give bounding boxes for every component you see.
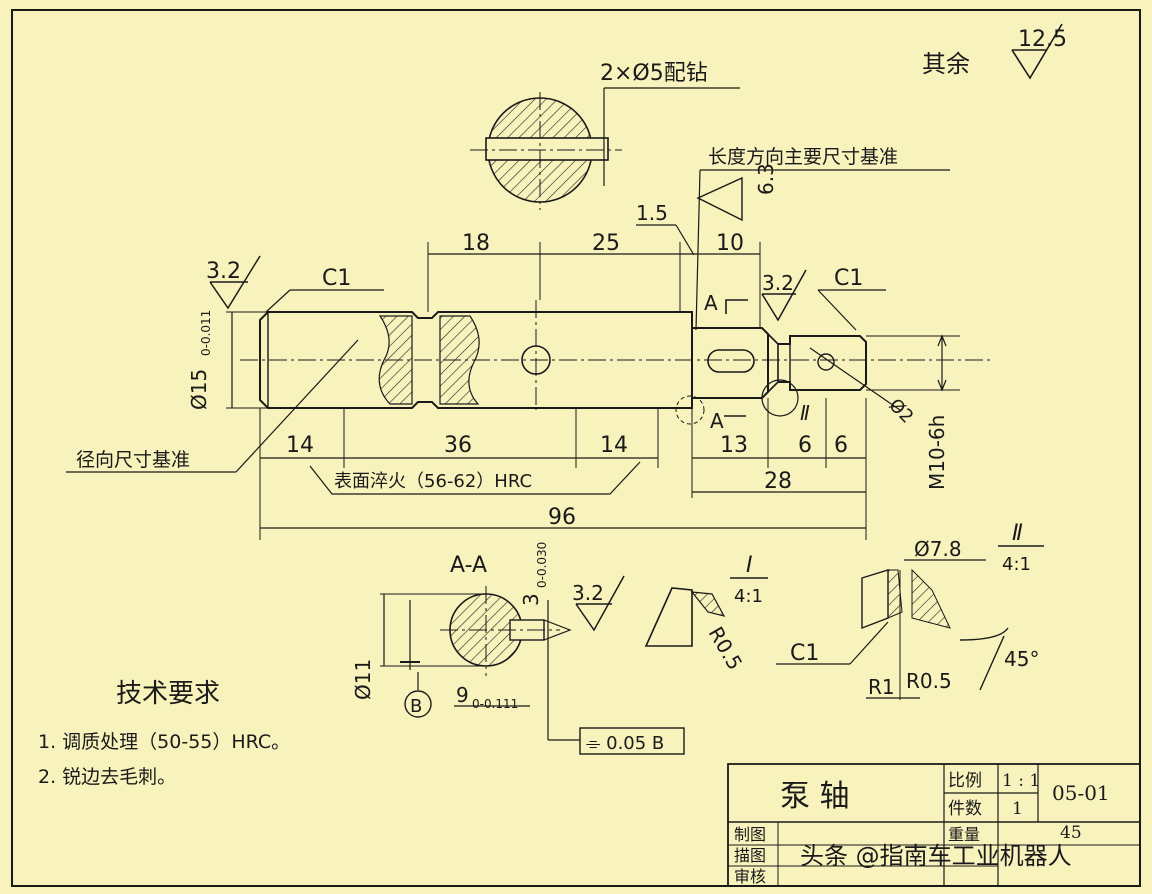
svg-text:36: 36: [444, 433, 472, 458]
svg-text:R0.5: R0.5: [906, 669, 952, 693]
svg-text:Ⅰ: Ⅰ: [746, 553, 753, 578]
svg-text:45°: 45°: [1004, 647, 1039, 671]
roughness-6-3: 6.3: [696, 163, 778, 222]
svg-text:R0.5: R0.5: [704, 623, 748, 675]
svg-text:6.3: 6.3: [754, 163, 778, 195]
svg-text:4:1: 4:1: [1002, 554, 1031, 575]
title-block: 泵 轴 比例 1 : 1 件数 1 05-01 制图 描图 审核 重量 45: [727, 763, 1141, 887]
roughness-3-2-section: 3.2: [572, 575, 625, 632]
svg-text:C1: C1: [790, 641, 819, 666]
svg-text:1: 1: [1012, 799, 1023, 819]
roughness-3-2-left: 3.2: [206, 255, 261, 310]
svg-text:13: 13: [720, 433, 748, 458]
roughness-symbol-icon: [1011, 23, 1063, 80]
svg-text:3.2: 3.2: [206, 259, 241, 284]
svg-text:6: 6: [798, 433, 812, 458]
detail-ref-ii: Ⅱ: [800, 401, 810, 425]
svg-text:件数: 件数: [948, 799, 982, 819]
svg-text:R1: R1: [868, 675, 895, 699]
dim-thread-m10: M10-6h: [866, 334, 960, 490]
svg-text:2. 锐边去毛刺。: 2. 锐边去毛刺。: [38, 766, 176, 788]
svg-text:制图: 制图: [734, 825, 766, 844]
roughness-3-2-right: 3.2: [761, 269, 807, 322]
dims-top: 18 25 10: [427, 231, 761, 328]
section-marker-a-bottom: A: [710, 409, 724, 433]
svg-text:Ø15: Ø15: [187, 369, 211, 410]
svg-text:25: 25: [592, 231, 620, 256]
dim-dia-2: Ø2: [884, 395, 917, 428]
svg-text:泵 轴: 泵 轴: [780, 779, 850, 814]
svg-text:4:1: 4:1: [734, 586, 763, 607]
svg-text:重量: 重量: [948, 825, 980, 844]
datum-radial-note: 径向尺寸基准: [76, 449, 190, 471]
section-a-a: A-A Ø11 B 9 0-0.111 3 0-0.030 ⌯ 0.05 B: [351, 542, 685, 755]
svg-text:审核: 审核: [734, 867, 766, 886]
geometric-tolerance-frame: [579, 727, 685, 755]
svg-text:Ⅱ: Ⅱ: [1012, 521, 1023, 546]
svg-text:⌯ 0.05 B: ⌯ 0.05 B: [586, 733, 664, 754]
technical-requirements: 技术要求 1. 调质处理（50-55）HRC。 2. 锐边去毛刺。: [38, 679, 290, 788]
svg-text:14: 14: [286, 433, 314, 458]
svg-text:M10-6h: M10-6h: [925, 415, 949, 490]
svg-text:3.2: 3.2: [762, 271, 794, 295]
svg-text:技术要求: 技术要求: [116, 679, 220, 709]
dim-1-5: 1.5: [636, 201, 668, 225]
svg-text:0-0.011: 0-0.011: [199, 310, 213, 356]
svg-text:3: 3: [519, 593, 543, 606]
watermark: 头条 @指南车工业机器人: [800, 842, 1072, 870]
svg-text:14: 14: [600, 433, 628, 458]
svg-text:B: B: [410, 696, 422, 717]
dims-bottom: 14 36 14 13 6 6 28 96: [259, 398, 867, 540]
svg-text:2×Ø5配钻: 2×Ø5配钻: [600, 61, 708, 86]
svg-text:0-0.030: 0-0.030: [535, 542, 549, 588]
svg-text:9: 9: [456, 683, 469, 707]
roughness-rest: 其余 12.5: [922, 23, 1067, 80]
hardening-note: 表面淬火（56-62）HRC: [334, 471, 532, 492]
svg-text:0-0.111: 0-0.111: [472, 697, 518, 711]
svg-text:描图: 描图: [734, 846, 766, 865]
svg-text:1. 调质处理（50-55）HRC。: 1. 调质处理（50-55）HRC。: [38, 731, 290, 753]
chamfer-right: C1: [834, 266, 863, 291]
section-marker-a-top: A: [704, 291, 718, 315]
svg-text:Ø11: Ø11: [351, 659, 375, 700]
svg-text:6: 6: [834, 433, 848, 458]
svg-text:A-A: A-A: [450, 553, 487, 578]
svg-text:其余: 其余: [922, 50, 970, 78]
svg-text:45: 45: [1060, 823, 1082, 843]
datum-length-note: 长度方向主要尺寸基准: [708, 146, 898, 168]
svg-text:比例: 比例: [948, 771, 982, 791]
svg-text:18: 18: [462, 231, 490, 256]
svg-text:3.2: 3.2: [572, 581, 604, 605]
chamfer-left: C1: [322, 266, 351, 291]
svg-text:Ø7.8: Ø7.8: [914, 537, 962, 561]
svg-text:96: 96: [548, 505, 576, 530]
drawing-frame: [11, 9, 1141, 887]
dim-dia-15: Ø15 0-0.011: [187, 310, 233, 410]
svg-text:10: 10: [716, 231, 744, 256]
shaft-main-view: [226, 300, 990, 425]
svg-text:28: 28: [764, 469, 792, 494]
detail-i: Ⅰ 4:1 R0.5: [644, 553, 768, 675]
svg-text:1 : 1: 1 : 1: [1002, 771, 1040, 791]
svg-text:05-01: 05-01: [1052, 781, 1110, 805]
keyway-cross-section: 2×Ø5配钻: [470, 61, 740, 210]
detail-ii: Ⅱ 4:1 Ø7.8 C1 R1 R0.5 45°: [776, 521, 1044, 700]
svg-text:12.5: 12.5: [1018, 27, 1067, 52]
